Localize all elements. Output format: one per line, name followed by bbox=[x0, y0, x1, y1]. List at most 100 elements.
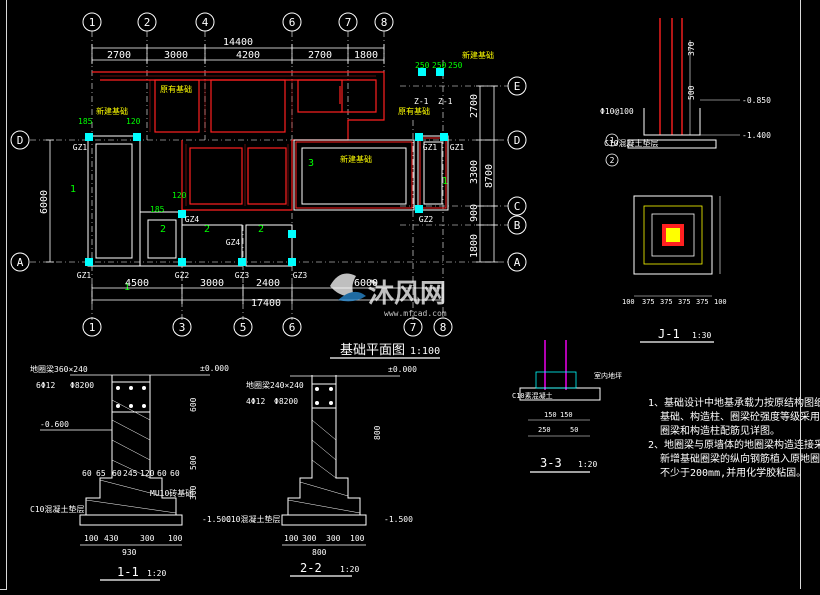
z-tag-1: Z-1 bbox=[414, 97, 429, 106]
axis-right-E: E bbox=[514, 80, 521, 93]
s1-dim-b1: 100 bbox=[84, 534, 99, 543]
section-1-1: 地圈梁360×240 6Φ12 Φ8200 ±0.000 -0.600 -1.5… bbox=[30, 364, 231, 581]
watermark-brand: 沐风网 bbox=[368, 279, 446, 309]
axis-top-7: 7 bbox=[345, 16, 352, 29]
right-axis-bubbles bbox=[10, 76, 527, 272]
small-dim-3: 250 bbox=[448, 61, 463, 70]
s2-dim-b3: 300 bbox=[326, 534, 341, 543]
dim-total-bottom: 17400 bbox=[251, 298, 281, 309]
s3-concrete: C10素混凝土 bbox=[512, 391, 553, 400]
j1-level-1: -0.850 bbox=[742, 96, 771, 105]
j1-callout-1: 1 bbox=[610, 136, 615, 145]
dim-bottom-1: 4500 bbox=[125, 278, 149, 289]
small-dim-4: 120 bbox=[126, 117, 141, 126]
small-dim-2: 250 bbox=[432, 61, 447, 70]
drawing-frame-left bbox=[0, 0, 7, 590]
top-dimension-lines bbox=[91, 44, 385, 64]
small-dim-6: 120 bbox=[172, 191, 187, 200]
axis-right-C: C bbox=[514, 200, 521, 213]
col-tag-2: GZ2 bbox=[175, 271, 190, 280]
right-dimension-lines bbox=[46, 85, 498, 263]
j1-label-concrete: C10混凝土垫层 bbox=[604, 138, 658, 148]
room-label-4: 原有基础 bbox=[398, 106, 430, 116]
section-mark-5: 2 bbox=[258, 224, 264, 235]
s1-title: 1-1 bbox=[117, 565, 139, 579]
s3-dim-4: 50 bbox=[570, 426, 578, 434]
s2-level-top: ±0.000 bbox=[388, 365, 417, 374]
watermark-url: www.mfcad.com bbox=[384, 309, 447, 318]
s1-mu: MU10砖基础 bbox=[150, 488, 193, 498]
s2-title: 2-2 bbox=[300, 561, 322, 575]
s1-dim-step-4: 245 bbox=[123, 469, 138, 478]
new-foundation-red bbox=[295, 137, 447, 209]
s1-dim-step-7: 60 bbox=[170, 469, 180, 478]
col-tag-6: GZ4 bbox=[226, 238, 241, 247]
section-mark-1: 1 bbox=[70, 184, 76, 195]
j1-dim-plan-6: 100 bbox=[714, 298, 727, 306]
note-line-2: 基础、构造柱、圈梁砼强度等级采用C25, bbox=[660, 410, 820, 423]
s2-rebar-main: 4Φ12 bbox=[246, 397, 265, 406]
col-tag-10: GZ1 bbox=[450, 143, 465, 152]
axis-bottom-6: 6 bbox=[289, 321, 296, 334]
dim-left: 6000 bbox=[39, 190, 50, 214]
dim-top-2: 3000 bbox=[164, 50, 188, 61]
s2-dim-b4: 100 bbox=[350, 534, 365, 543]
dim-bottom-2: 3000 bbox=[200, 278, 224, 289]
drawing-frame-right bbox=[800, 0, 819, 589]
s3-dim-1: 150 bbox=[544, 411, 557, 419]
room-label-1: 新建基础 bbox=[96, 106, 128, 116]
axis-bottom-5: 5 bbox=[240, 321, 247, 334]
s2-width: 800 bbox=[312, 548, 327, 557]
watermark: 沐风网 www.mfcad.com bbox=[330, 273, 447, 318]
dim-top-3: 4200 bbox=[236, 50, 260, 61]
s1-rebar-stir: Φ8200 bbox=[70, 381, 94, 390]
wall-hatch bbox=[100, 75, 376, 206]
s2-level-bottom: -1.500 bbox=[384, 515, 413, 524]
axis-left-A: A bbox=[17, 256, 24, 269]
axis-top-4: 4 bbox=[202, 16, 209, 29]
axis-top-1: 1 bbox=[89, 16, 96, 29]
j1-dim-1: 370 bbox=[687, 41, 696, 56]
dim-right-4: 1800 bbox=[469, 234, 480, 258]
note-line-5: 新增基础圈梁的纵向钢筋植入原地圈梁长度 bbox=[660, 452, 820, 465]
s3-dim-3: 250 bbox=[538, 426, 551, 434]
axis-top-2: 2 bbox=[144, 16, 151, 29]
col-tag-1: GZ1 bbox=[77, 271, 92, 280]
s1-dim-v1: 600 bbox=[189, 397, 198, 412]
s1-beam-label: 地圈梁360×240 bbox=[30, 364, 88, 374]
col-tag-5: GZ4 bbox=[185, 215, 200, 224]
col-tag-7: GZ1 bbox=[73, 143, 88, 152]
z-tag-2: Z-1 bbox=[438, 97, 453, 106]
s2-dim-v1: 800 bbox=[373, 425, 382, 440]
axis-bottom-7: 7 bbox=[410, 321, 417, 334]
s1-level-bottom: -1.500 bbox=[202, 515, 231, 524]
existing-walls bbox=[92, 71, 385, 211]
section-2-2: 地圈梁240×240 4Φ12 Φ8200 ±0.000 -1.500 C10混… bbox=[226, 365, 417, 577]
s3-scale: 1:20 bbox=[578, 460, 597, 469]
s1-concrete: C10混凝土垫层 bbox=[30, 504, 84, 514]
s1-scale: 1:20 bbox=[147, 569, 166, 578]
s1-level-side: -0.600 bbox=[40, 420, 69, 429]
axis-bottom-1: 1 bbox=[89, 321, 96, 334]
s1-dim-b2: 430 bbox=[104, 534, 119, 543]
plan-title: 基础平面图 bbox=[340, 343, 405, 358]
s1-dim-step-3: 60 bbox=[112, 469, 122, 478]
col-tag-9: GZ2 bbox=[419, 215, 434, 224]
axis-right-A: A bbox=[514, 256, 521, 269]
j1-level-2: -1.400 bbox=[742, 131, 771, 140]
axis-top-8: 8 bbox=[381, 16, 388, 29]
dim-right-1: 2700 bbox=[469, 94, 480, 118]
section-mark-7: 1 bbox=[124, 282, 130, 293]
room-label-5: 新建基础 bbox=[462, 50, 494, 60]
axis-bottom-3: 3 bbox=[179, 321, 186, 334]
j1-dim-plan-3: 375 bbox=[660, 298, 673, 306]
axis-bottom-8: 8 bbox=[440, 321, 447, 334]
col-tag-3: GZ3 bbox=[235, 271, 250, 280]
j1-dim-plan-5: 375 bbox=[696, 298, 709, 306]
s3-note: 室内地坪 bbox=[594, 371, 622, 380]
s1-level-top: ±0.000 bbox=[200, 364, 229, 373]
j1-label-rebar: Φ10@100 bbox=[600, 107, 634, 116]
small-dim-5: 185 bbox=[78, 117, 93, 126]
